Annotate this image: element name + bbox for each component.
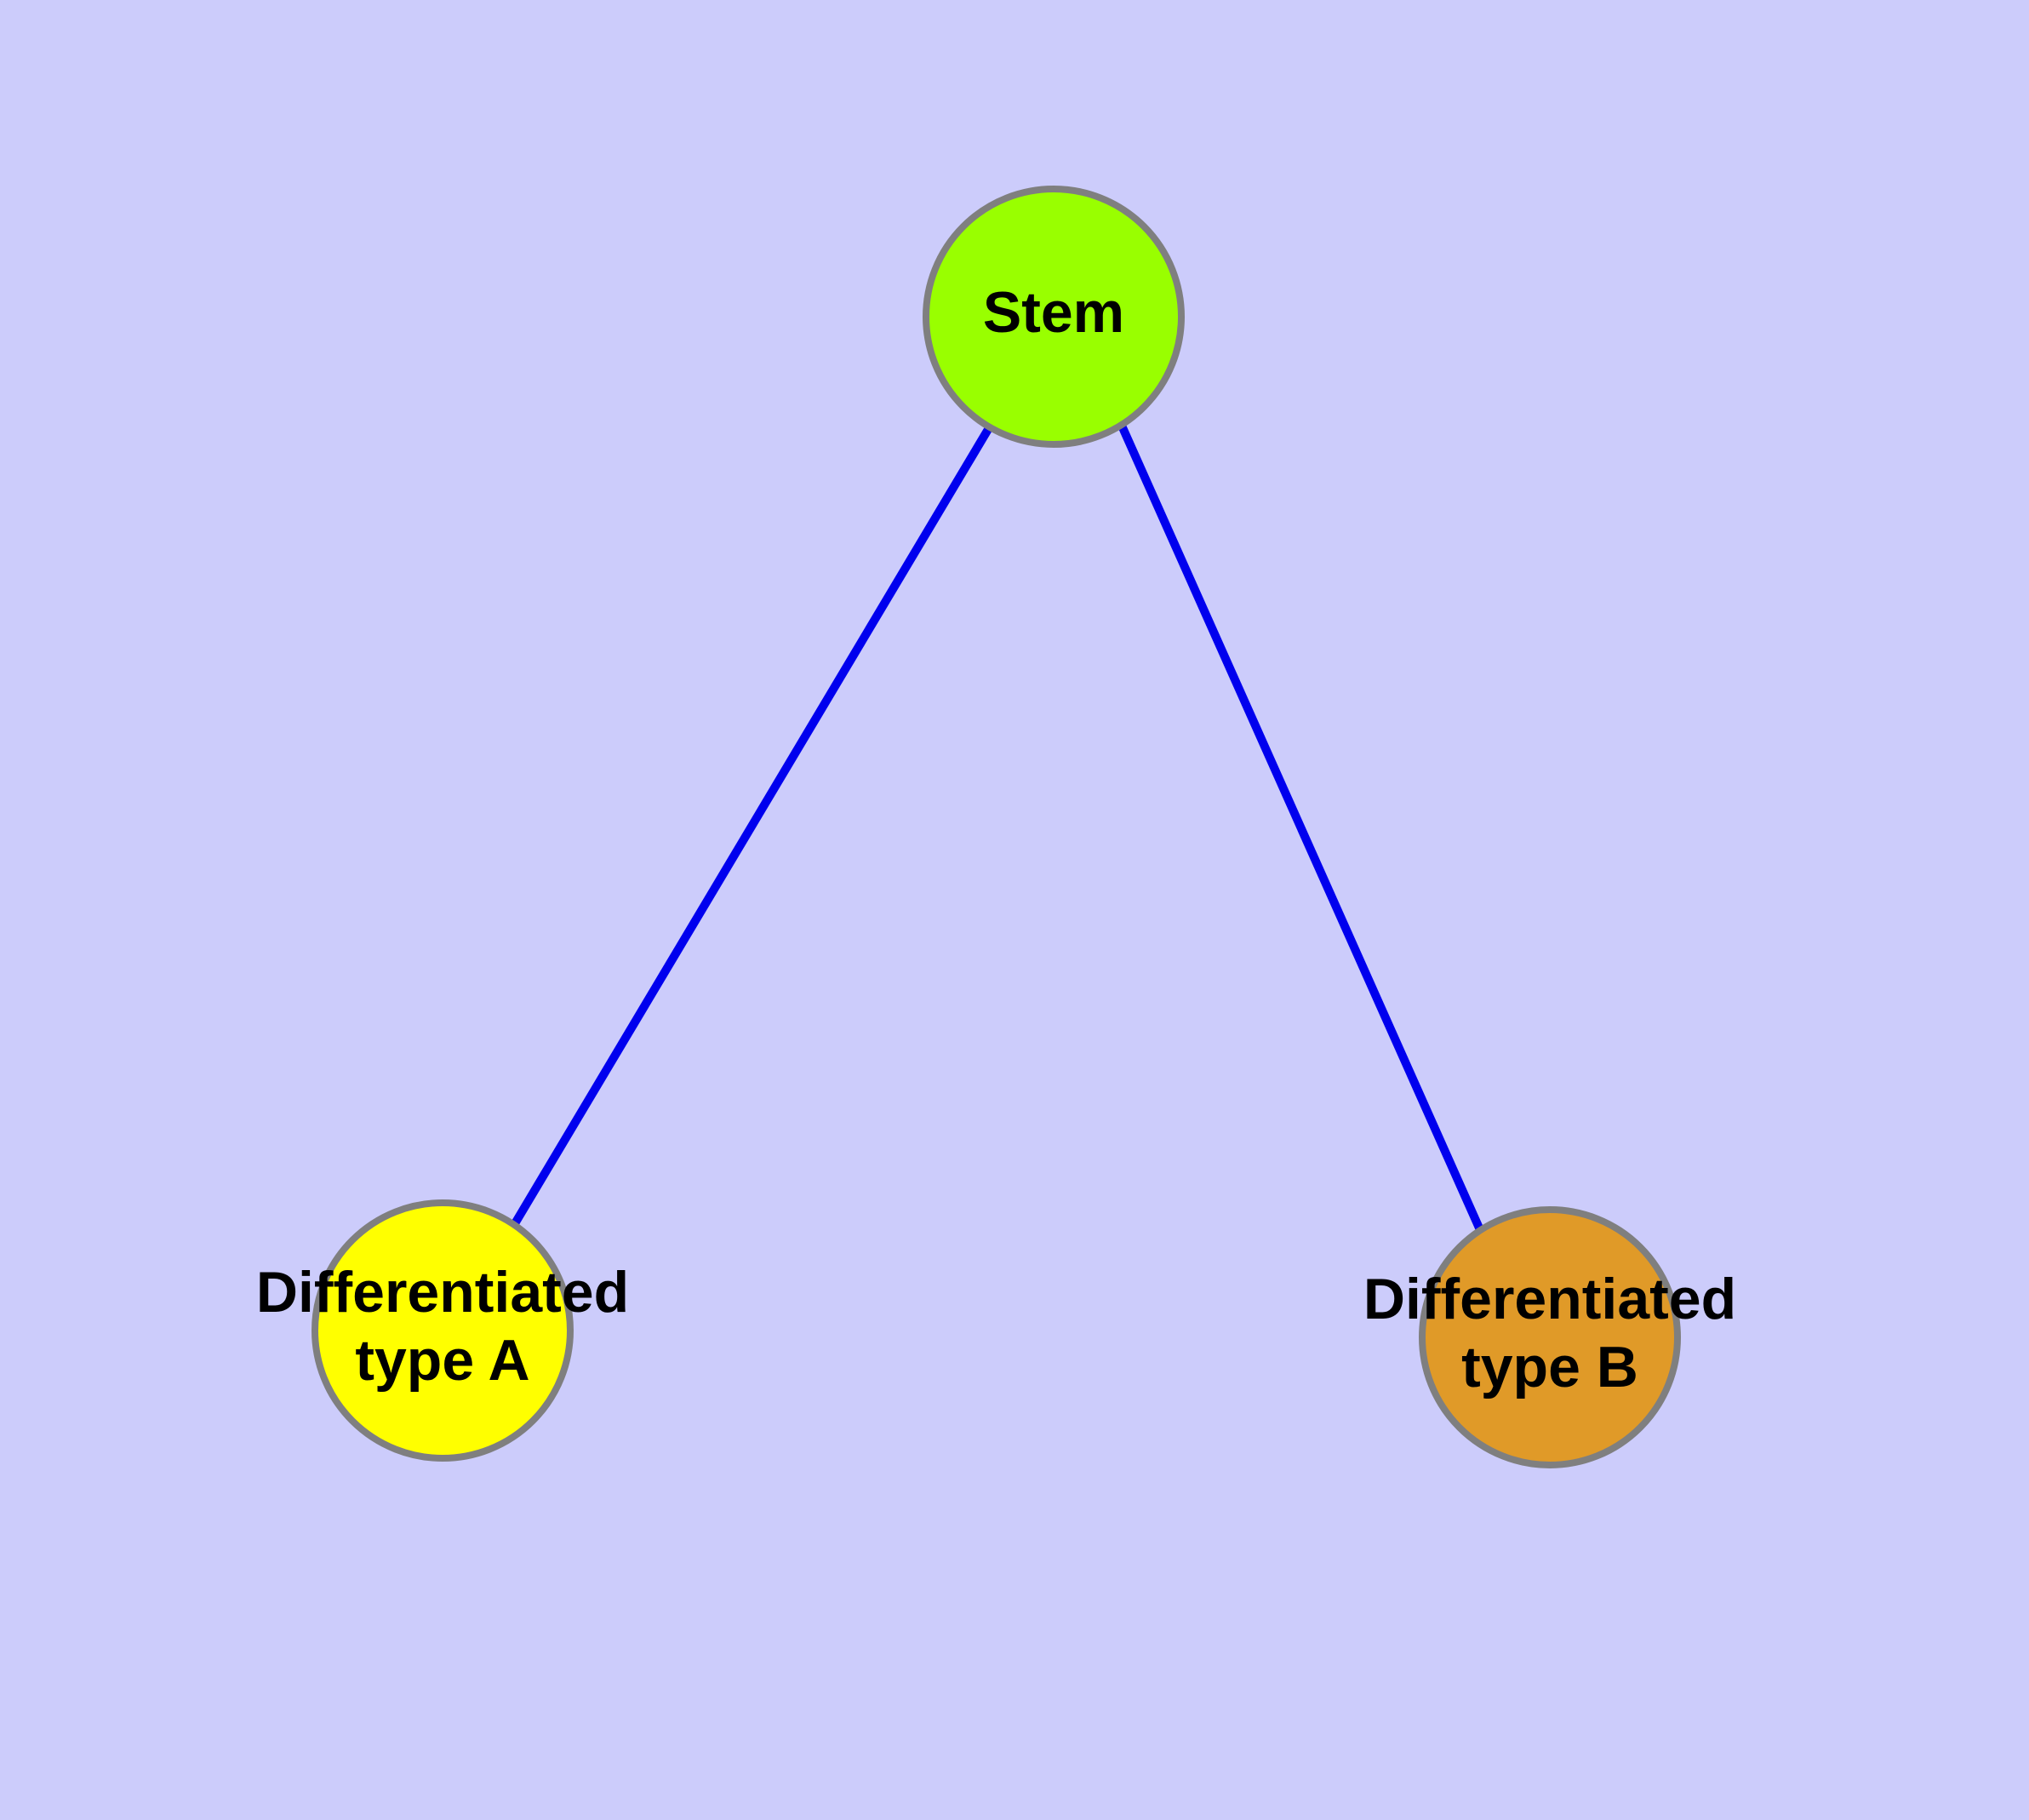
node-label-line: type A — [355, 1328, 529, 1393]
node-label-line: Stem — [983, 280, 1124, 345]
node-label-line: Differentiated — [1363, 1267, 1736, 1331]
node-stem[interactable]: Stem — [923, 186, 1185, 448]
node-differentiated-type-a-circle[interactable] — [311, 1199, 574, 1462]
node-differentiated-type-b-circle[interactable] — [1419, 1206, 1681, 1468]
edge-stem-to-differentiated-type-b[interactable] — [1117, 423, 1485, 1234]
node-stem-circle[interactable] — [923, 186, 1185, 448]
node-label-line: type B — [1461, 1335, 1638, 1399]
node-stem-label: Stem — [983, 280, 1124, 345]
edge-stem-to-differentiated-type-a[interactable] — [510, 424, 994, 1228]
edge-layer — [510, 423, 1485, 1234]
node-label-line: Differentiated — [256, 1260, 629, 1325]
